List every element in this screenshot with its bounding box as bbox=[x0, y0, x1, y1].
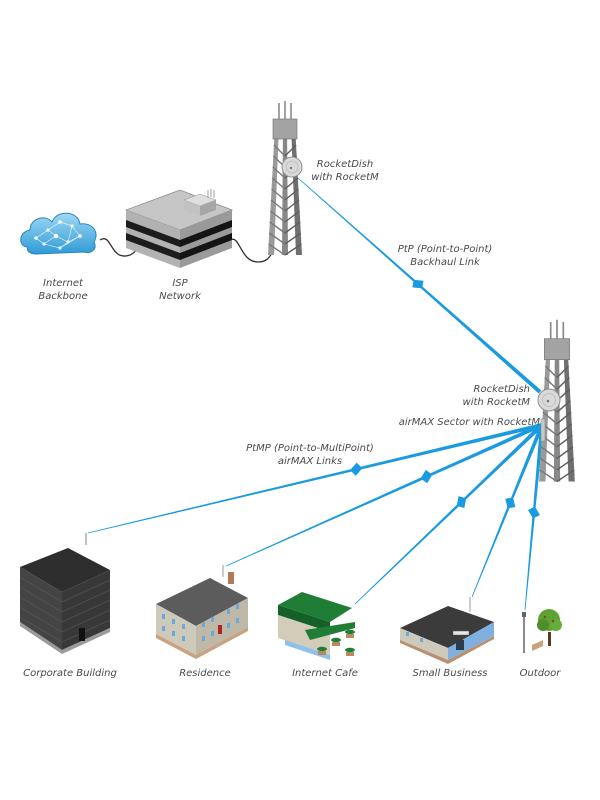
ptp-link-beam bbox=[297, 177, 542, 394]
dish-icon bbox=[281, 156, 303, 178]
wired-link-isp-tower bbox=[229, 238, 275, 263]
house-icon bbox=[156, 565, 248, 659]
ptp-link-label: PtP (Point-to-Point) Backhaul Link bbox=[385, 243, 505, 269]
ptp-backhaul-link bbox=[297, 177, 542, 394]
cafe-icon bbox=[278, 592, 355, 660]
dish-icon bbox=[537, 388, 561, 412]
ptmp-link-outdoor bbox=[524, 424, 544, 611]
label-line: with RocketM bbox=[462, 397, 530, 408]
label-line: Internet bbox=[43, 278, 83, 289]
ptmp-airmax-links bbox=[87, 423, 544, 611]
label-line: airMAX Sector with RocketM bbox=[398, 417, 540, 428]
label-line: RocketDish bbox=[316, 159, 374, 170]
store-icon bbox=[400, 597, 494, 664]
sector-label: airMAX Sector with RocketM bbox=[395, 416, 540, 429]
cafe-table-icon bbox=[317, 629, 355, 656]
label-line: Network bbox=[159, 291, 201, 302]
label-line: PtMP (Point-to-MultiPoint) bbox=[246, 443, 374, 454]
ptmp-link-small-business bbox=[471, 424, 544, 598]
internet-cafe-label: Internet Cafe bbox=[292, 668, 358, 679]
label-line: PtP (Point-to-Point) bbox=[397, 244, 493, 255]
isp-network-label: ISP Network bbox=[150, 277, 210, 303]
tower-2-label: RocketDish with RocketM bbox=[455, 383, 530, 409]
label-line: Backhaul Link bbox=[410, 257, 480, 268]
ptmp-link-label: PtMP (Point-to-MultiPoint) airMAX Links bbox=[240, 442, 380, 468]
sector-antenna-icon bbox=[540, 418, 546, 442]
tower-icon bbox=[268, 101, 302, 256]
data-center-icon bbox=[124, 189, 234, 268]
corporate-building-label: Corporate Building bbox=[23, 668, 117, 679]
small-business-label: Small Business bbox=[412, 668, 488, 679]
label-line: with RocketM bbox=[311, 172, 379, 183]
label-line: RocketDish bbox=[473, 384, 530, 395]
tower-1-label: RocketDish with RocketM bbox=[305, 158, 385, 184]
label-line: airMAX Links bbox=[277, 456, 343, 467]
ptmp-link-internet-cafe bbox=[354, 423, 544, 605]
tree-icon bbox=[522, 609, 562, 653]
internet-backbone-label: Internet Backbone bbox=[28, 277, 98, 303]
ptmp-link-corporate-building bbox=[87, 423, 543, 534]
label-line: Backbone bbox=[38, 291, 88, 302]
cloud-icon bbox=[20, 212, 97, 255]
outdoor-label: Outdoor bbox=[519, 668, 561, 679]
ptmp-link-residence bbox=[225, 423, 543, 567]
residence-label: Residence bbox=[179, 668, 231, 679]
office-building-icon bbox=[19, 533, 111, 654]
tower-icon bbox=[539, 319, 575, 483]
label-line: ISP bbox=[172, 278, 188, 289]
